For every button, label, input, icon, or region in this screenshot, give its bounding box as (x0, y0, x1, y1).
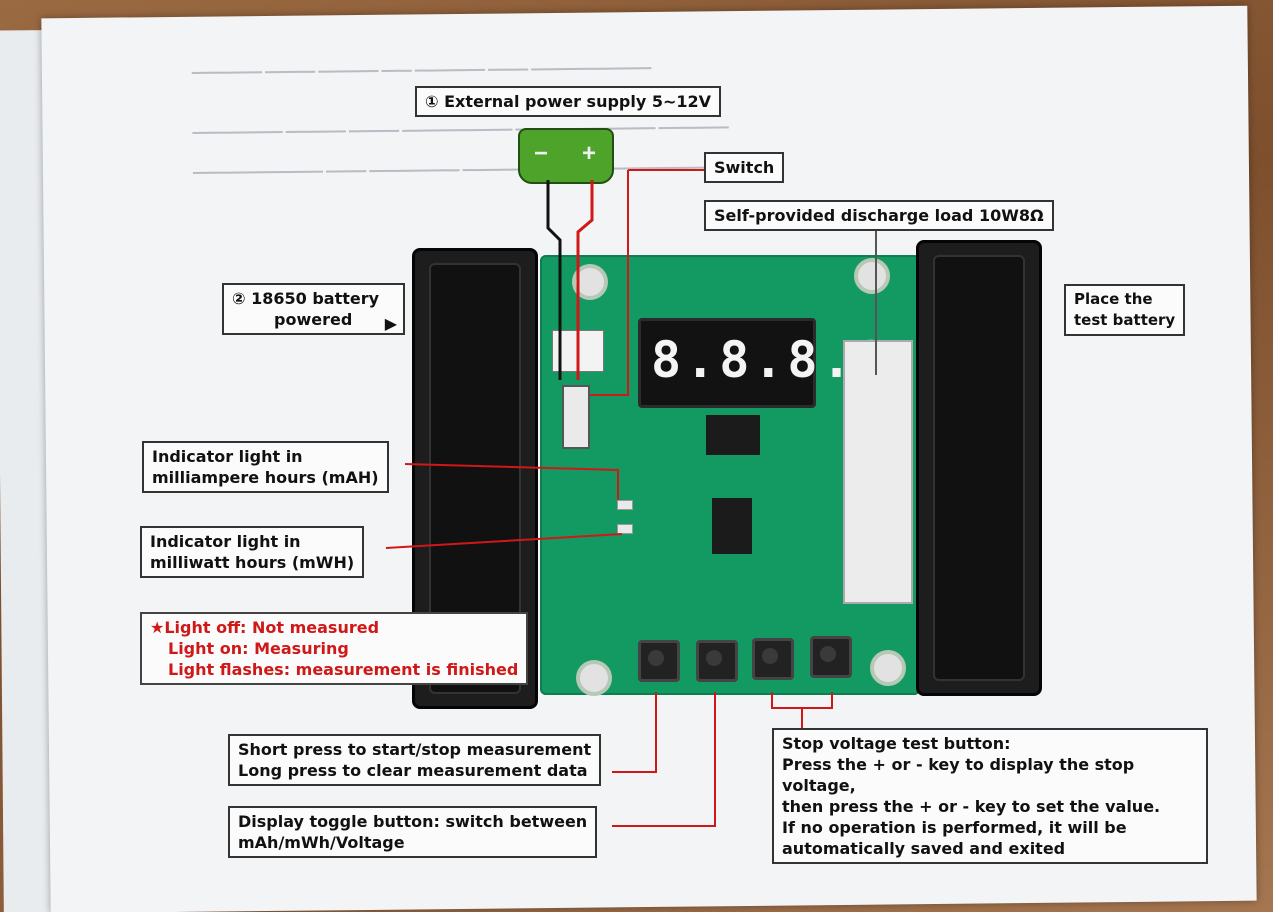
place-battery-label: Place the test battery (1064, 284, 1186, 336)
stop-voltage-label: Stop voltage test button: Press the + or… (772, 728, 1208, 864)
label-text: Short press to start/stop measurement (238, 740, 592, 759)
mwh-indicator-led (617, 524, 633, 534)
arrow-right-icon: ▶ (384, 314, 398, 333)
ic-chip (706, 415, 760, 455)
label-text: Switch (714, 158, 775, 177)
label-text: ★Light off: Not measured (150, 618, 380, 637)
label-text: Long press to clear measurement data (238, 761, 588, 780)
label-text: automatically saved and exited (782, 839, 1066, 858)
label-text: powered (274, 310, 353, 329)
psu-minus: − (534, 140, 549, 167)
label-text: milliwatt hours (mWH) (150, 553, 355, 572)
label-text: milliampere hours (mAH) (152, 468, 379, 487)
display-toggle-label: Display toggle button: switch between mA… (228, 806, 598, 858)
start-stop-button[interactable] (638, 640, 680, 682)
stop-voltage-minus-button[interactable] (752, 638, 794, 680)
label-text: Display toggle button: switch between (238, 812, 588, 831)
mount-hole (870, 650, 906, 686)
stop-voltage-plus-button[interactable] (810, 636, 852, 678)
external-power-supply: − + (518, 128, 614, 184)
start-stop-label: Short press to start/stop measurement Lo… (228, 734, 602, 786)
label-text: Stop voltage test button: (782, 734, 1011, 753)
ic-chip (712, 498, 752, 554)
label-text: If no operation is performed, it will be (782, 818, 1127, 837)
label-text: Indicator light in (152, 447, 303, 466)
label-text: ① External power supply 5~12V (425, 92, 712, 111)
label-text: Place the (1074, 290, 1153, 308)
battery-holder-right (916, 240, 1042, 696)
label-text: Light on: Measuring (168, 639, 349, 658)
mah-indicator-label: Indicator light in milliampere hours (mA… (142, 441, 389, 493)
discharge-load-label: Self-provided discharge load 10W8Ω (704, 200, 1054, 231)
label-text: Indicator light in (150, 532, 301, 551)
label-text: then press the + or - key to set the val… (782, 797, 1161, 816)
label-text: mAh/mWh/Voltage (238, 833, 405, 852)
switch-slider[interactable] (562, 385, 590, 449)
discharge-resistor (843, 340, 913, 604)
mah-indicator-led (617, 500, 633, 510)
label-text: ② 18650 battery (232, 289, 380, 308)
mount-hole (576, 660, 612, 696)
mount-hole (854, 258, 890, 294)
light-status-legend: ★Light off: Not measured Light on: Measu… (140, 612, 529, 685)
label-text: Self-provided discharge load 10W8Ω (714, 206, 1044, 225)
external-power-label: ① External power supply 5~12V (415, 86, 722, 117)
label-text: Press the + or - key to display the stop… (782, 755, 1135, 795)
label-text: test battery (1074, 311, 1176, 329)
psu-plus: + (582, 140, 597, 167)
switch-label: Switch (704, 152, 785, 183)
label-text: Light flashes: measurement is finished (168, 660, 519, 679)
mwh-indicator-label: Indicator light in milliwatt hours (mWH) (140, 526, 365, 578)
display-toggle-button[interactable] (696, 640, 738, 682)
battery-slot (933, 255, 1025, 681)
battery-powered-label: ② 18650 battery powered ▶ (222, 283, 406, 335)
